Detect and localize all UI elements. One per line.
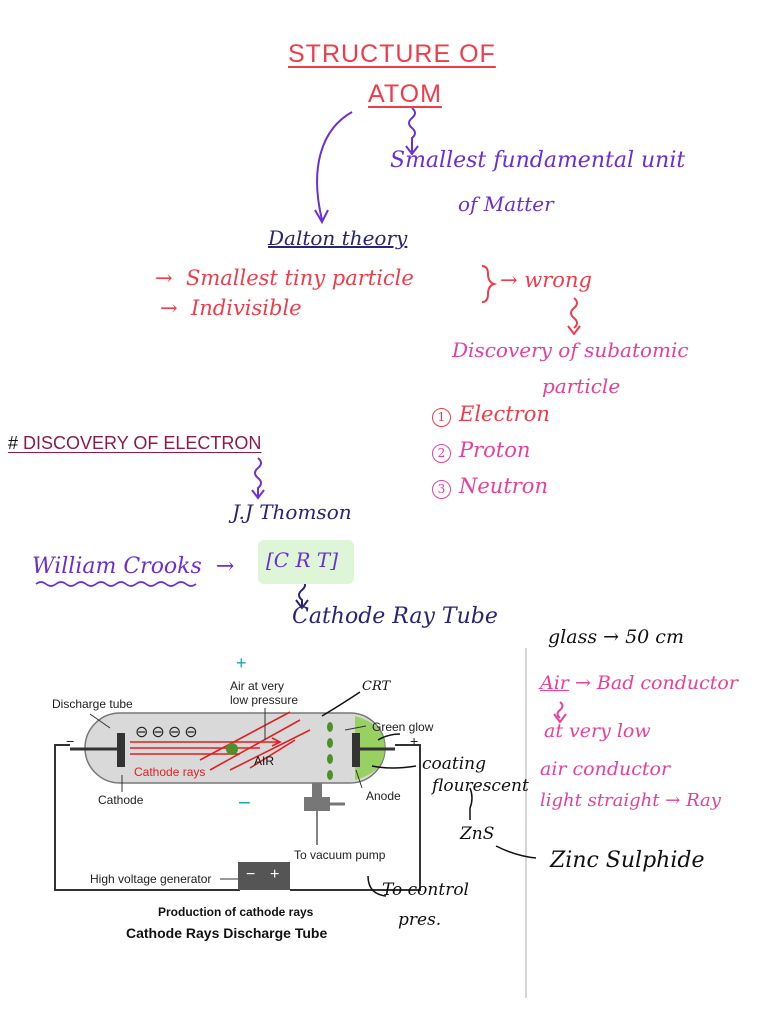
negative-sign: −: [238, 790, 251, 815]
note-air: AIR: [254, 754, 275, 768]
zinc-sulphide: Zinc Sulphide: [550, 848, 705, 873]
arrow-icon: →: [155, 266, 173, 290]
note-coating: coating: [422, 754, 486, 774]
particle-proton: 2 Proton: [432, 440, 530, 463]
glass-value: 50 cm: [625, 626, 684, 648]
light-note: light straight → Ray: [540, 792, 721, 810]
note-zns: ZnS: [460, 824, 495, 844]
arrow-icon: →: [665, 790, 681, 811]
air-conductor-note: air conductor: [540, 758, 671, 780]
label-generator: High voltage generator: [90, 872, 212, 886]
low-pressure-note: at very low: [544, 720, 651, 742]
electron-heading-text: DISCOVERY OF ELECTRON: [23, 433, 262, 453]
note-control-line1: To control: [382, 880, 469, 900]
note-flourescent: flourescent: [432, 776, 529, 796]
crt-full: Cathode Ray Tube: [292, 604, 498, 629]
page-title: STRUCTURE OF: [288, 40, 496, 68]
crooks-name: William Crooks: [32, 554, 202, 579]
caption-title: Cathode Rays Discharge Tube: [126, 925, 328, 941]
ray-label: Ray: [686, 790, 721, 811]
arrow-icon: →: [500, 268, 518, 292]
label-vacuum-pump: To vacuum pump: [294, 848, 386, 862]
hash-symbol: #: [8, 433, 19, 453]
electron-heading: # DISCOVERY OF ELECTRON: [8, 434, 261, 452]
discovery-line1: Discovery of subatomic: [452, 338, 689, 362]
particle-electron: 1 Electron: [432, 404, 550, 427]
arrow-icon: →: [574, 672, 591, 694]
label-cathode-rays: Cathode rays: [134, 765, 206, 779]
arrow-icon: →: [160, 296, 178, 320]
definition-line1: Smallest fundamental unit: [390, 148, 686, 173]
dalton-point-2: → Indivisible: [160, 298, 302, 319]
positive-sign: +: [236, 653, 247, 673]
electron-symbols: ⊖⊖⊖⊖: [135, 724, 201, 741]
note-control-line2: pres.: [398, 910, 442, 930]
label-anode: Anode: [366, 789, 401, 803]
dalton-verdict-text: wrong: [524, 268, 592, 292]
particle-neutron: 3 Neutron: [432, 476, 548, 499]
label-air-line2: low pressure: [230, 693, 299, 707]
arrow-icon: →: [603, 626, 620, 648]
label-air-line1: Air at very: [230, 679, 285, 693]
arrow-icon: →: [215, 554, 235, 579]
dalton-point-1: → Smallest tiny particle: [155, 268, 414, 289]
number-badge: 2: [432, 444, 451, 463]
note-crt: CRT: [362, 679, 391, 694]
air-label: Air: [540, 672, 569, 694]
dalton-point-1-text: Smallest tiny particle: [185, 266, 414, 290]
generator-minus: −: [246, 866, 256, 883]
generator-plus: +: [270, 866, 280, 883]
number-badge: 1: [432, 408, 451, 427]
anode-terminal-sign: +: [410, 733, 419, 749]
number-badge: 3: [432, 480, 451, 499]
crooks: William Crooks →: [32, 556, 234, 578]
glass-note: glass → 50 cm: [548, 628, 684, 647]
bad-conductor: Bad conductor: [596, 672, 738, 694]
crt-abbrev: [C R T]: [266, 548, 339, 572]
label-cathode: Cathode: [98, 793, 144, 807]
particle-name: Proton: [459, 438, 531, 462]
dalton-heading: Dalton theory: [268, 226, 408, 250]
caption-production: Production of cathode rays: [158, 905, 314, 919]
particle-name: Neutron: [459, 474, 548, 498]
glass-label: glass: [548, 626, 598, 648]
dalton-verdict: → wrong: [500, 270, 592, 291]
definition-line2: of Matter: [458, 192, 554, 216]
air-note: Air → Bad conductor: [540, 674, 738, 693]
cathode-terminal-sign: −: [66, 733, 75, 749]
thomson: J.J Thomson: [232, 500, 352, 524]
particle-name: Electron: [459, 402, 550, 426]
discovery-line2: particle: [542, 374, 621, 398]
label-green-glow: Green glow: [372, 720, 434, 734]
light-label: light straight: [540, 790, 660, 811]
label-discharge-tube: Discharge tube: [52, 697, 133, 711]
crt-highlight: [258, 540, 354, 584]
dalton-point-2-text: Indivisible: [190, 296, 302, 320]
page-title-line2: ATOM: [368, 80, 442, 108]
